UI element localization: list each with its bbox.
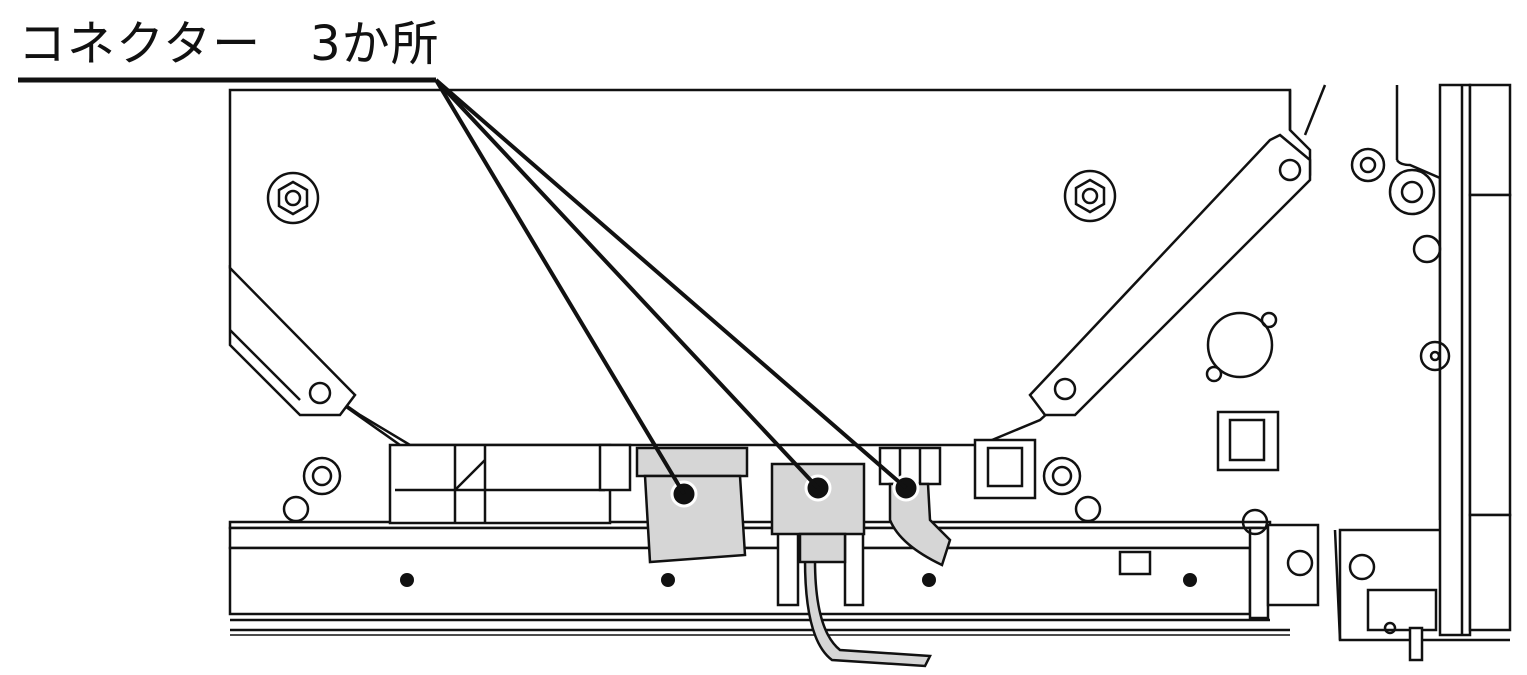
- rail-holes: [400, 573, 1197, 587]
- callout-leaders: [18, 77, 908, 496]
- right-diagonal-bracket: [1028, 133, 1312, 417]
- callout-label: コネクター 3か所: [18, 16, 440, 72]
- connector-3-right: [878, 446, 952, 567]
- screws: [266, 147, 1451, 635]
- lower-rail: [228, 520, 1320, 636]
- connector-2-center: [770, 462, 932, 668]
- right-frame: [1333, 83, 1512, 662]
- connector-1-left-ribbon: [635, 446, 749, 564]
- connector-bracket: [388, 410, 1280, 525]
- left-diagonal-bracket: [228, 264, 357, 417]
